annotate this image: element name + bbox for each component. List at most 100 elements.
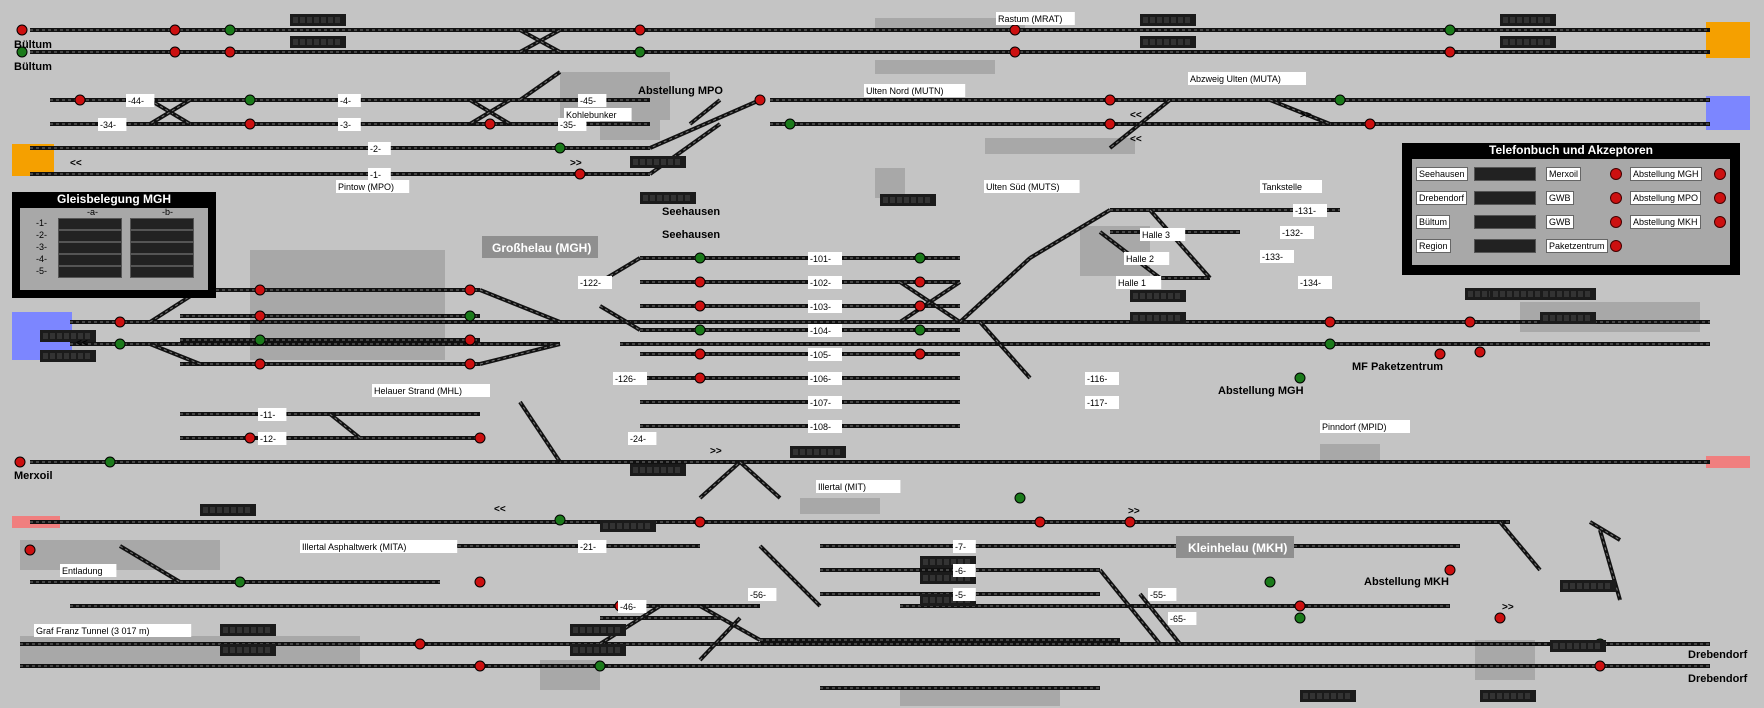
signal-20[interactable] <box>1104 94 1116 106</box>
signal-13[interactable] <box>244 94 256 106</box>
signal-66[interactable] <box>1494 612 1506 624</box>
signal-39[interactable] <box>694 372 706 384</box>
crossover-29[interactable] <box>699 604 761 642</box>
crossover-37[interactable] <box>598 604 662 646</box>
signal-26[interactable] <box>254 284 266 296</box>
gleisbelegung-a-5[interactable] <box>58 266 122 278</box>
signal-47[interactable] <box>1464 316 1476 328</box>
signal-4[interactable] <box>224 24 236 36</box>
signal-57[interactable] <box>1034 516 1046 528</box>
signal-35[interactable] <box>694 276 706 288</box>
signal-33[interactable] <box>464 358 476 370</box>
signal-41[interactable] <box>914 276 926 288</box>
signal-70[interactable] <box>1294 612 1306 624</box>
telefon-merxoil-button[interactable]: Merxoil <box>1546 167 1582 181</box>
gleisbelegung-b-2[interactable] <box>130 230 194 242</box>
akzeptor-gwb-indicator-2[interactable] <box>1610 216 1622 228</box>
signal-60[interactable] <box>24 544 36 556</box>
signal-46[interactable] <box>1324 338 1336 350</box>
telefon-abstellung-mkh-button[interactable]: Abstellung MKH <box>1630 215 1701 229</box>
signal-45[interactable] <box>1324 316 1336 328</box>
signal-27[interactable] <box>254 310 266 322</box>
signal-40[interactable] <box>914 252 926 264</box>
signal-49[interactable] <box>1294 372 1306 384</box>
signal-5[interactable] <box>224 46 236 58</box>
signal-55[interactable] <box>554 514 566 526</box>
signal-73[interactable] <box>594 660 606 672</box>
akzeptor-paketzentrum-indicator[interactable] <box>1610 240 1622 252</box>
signal-15[interactable] <box>484 118 496 130</box>
signal-32[interactable] <box>464 334 476 346</box>
signal-68[interactable] <box>1594 660 1606 672</box>
signal-65[interactable] <box>1444 564 1456 576</box>
signal-31[interactable] <box>464 310 476 322</box>
signal-7[interactable] <box>634 46 646 58</box>
signal-34[interactable] <box>694 252 706 264</box>
telefon-region-button[interactable]: Region <box>1416 239 1451 253</box>
signal-6[interactable] <box>634 24 646 36</box>
signal-51[interactable] <box>14 456 26 468</box>
crossover-38[interactable] <box>118 544 182 584</box>
signal-28[interactable] <box>254 334 266 346</box>
crossover-18[interactable] <box>1028 208 1112 260</box>
signal-42[interactable] <box>914 300 926 312</box>
signal-62[interactable] <box>474 576 486 588</box>
gleisbelegung-b-3[interactable] <box>130 242 194 254</box>
signal-25[interactable] <box>114 338 126 350</box>
signal-54[interactable] <box>474 432 486 444</box>
signal-3[interactable] <box>169 46 181 58</box>
signal-19[interactable] <box>784 118 796 130</box>
gleisbelegung-b-1[interactable] <box>130 218 194 230</box>
signal-30[interactable] <box>464 284 476 296</box>
akzeptor-merxoil-indicator[interactable] <box>1610 168 1622 180</box>
crossover-35[interactable] <box>1588 520 1622 542</box>
signal-23[interactable] <box>1364 118 1376 130</box>
akzeptor-abstellung-mkh-indicator[interactable] <box>1714 216 1726 228</box>
signal-16[interactable] <box>554 142 566 154</box>
telefon-abstellung-mgh-button[interactable]: Abstellung MGH <box>1630 167 1702 181</box>
signal-64[interactable] <box>1264 576 1276 588</box>
signal-61[interactable] <box>234 576 246 588</box>
telefon-gwb-button-2[interactable]: GWB <box>1546 215 1574 229</box>
signal-10[interactable] <box>1444 24 1456 36</box>
signal-29[interactable] <box>254 358 266 370</box>
signal-38[interactable] <box>694 348 706 360</box>
telefon-abstellung-mpo-button[interactable]: Abstellung MPO <box>1630 191 1702 205</box>
akzeptor-gwb-indicator-1[interactable] <box>1610 192 1622 204</box>
signal-12[interactable] <box>74 94 86 106</box>
signal-8[interactable] <box>1009 24 1021 36</box>
telefon-drebendorf-button[interactable]: Drebendorf <box>1416 191 1468 205</box>
signal-2[interactable] <box>169 24 181 36</box>
crossover-20[interactable] <box>1148 208 1212 280</box>
signal-18[interactable] <box>754 94 766 106</box>
signal-48[interactable] <box>1474 346 1486 358</box>
telefon-seehausen-button[interactable]: Seehausen <box>1416 167 1468 181</box>
gleisbelegung-a-1[interactable] <box>58 218 122 230</box>
telefon-bultum-button[interactable]: Bültum <box>1416 215 1451 229</box>
signal-36[interactable] <box>694 300 706 312</box>
signal-56[interactable] <box>694 516 706 528</box>
gleisbelegung-a-3[interactable] <box>58 242 122 254</box>
signal-17[interactable] <box>574 168 586 180</box>
signal-24[interactable] <box>114 316 126 328</box>
signal-58[interactable] <box>1014 492 1026 504</box>
signal-52[interactable] <box>104 456 116 468</box>
gleisbelegung-a-4[interactable] <box>58 254 122 266</box>
signal-44[interactable] <box>914 348 926 360</box>
signal-59[interactable] <box>1124 516 1136 528</box>
signal-11[interactable] <box>1444 46 1456 58</box>
signal-72[interactable] <box>474 660 486 672</box>
gleisbelegung-b-4[interactable] <box>130 254 194 266</box>
signal-1[interactable] <box>16 46 28 58</box>
signal-43[interactable] <box>914 324 926 336</box>
gleisbelegung-b-5[interactable] <box>130 266 194 278</box>
signal-14[interactable] <box>244 118 256 130</box>
akzeptor-abstellung-mpo-indicator[interactable] <box>1714 192 1726 204</box>
signal-53[interactable] <box>244 432 256 444</box>
gleisbelegung-a-2[interactable] <box>58 230 122 242</box>
signal-22[interactable] <box>1334 94 1346 106</box>
signal-21[interactable] <box>1104 118 1116 130</box>
akzeptor-abstellung-mgh-indicator[interactable] <box>1714 168 1726 180</box>
signal-37[interactable] <box>694 324 706 336</box>
signal-0[interactable] <box>16 24 28 36</box>
